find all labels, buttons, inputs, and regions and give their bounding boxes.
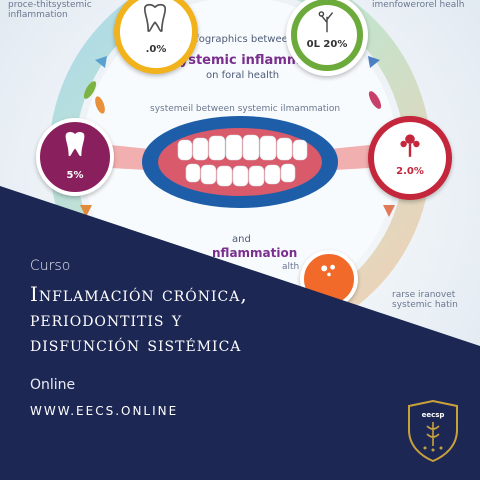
course-title: Inflamación crónica, periodontitis y dis… <box>30 282 390 357</box>
bg-lower-suffix: alth <box>282 262 300 272</box>
course-title-line-3: disfunción sistémica <box>30 332 242 356</box>
course-title-line-1: Inflamación crónica, <box>30 282 248 306</box>
plant-icon <box>318 11 334 33</box>
bg-mid-line: systemeil between systemic ilmammation <box>150 104 341 114</box>
eecsp-shield-logo: eecsp <box>408 400 458 462</box>
course-mode-label: Online <box>30 377 76 393</box>
badge-plant-top-right: 0L 20% <box>286 0 368 76</box>
website-link[interactable]: WWW.EECS.ONLINE <box>30 404 179 418</box>
course-type-label: Curso <box>30 258 71 274</box>
bg-and-text: and <box>232 234 251 245</box>
course-title-line-2: periodontitis y <box>30 307 183 331</box>
bg-right-lower-text: rarse iranovet systemic hatin <box>392 290 458 310</box>
badge-tooth-top: .0% <box>114 0 198 74</box>
badge-tooth-left: 5% <box>36 118 114 196</box>
logo-text: eecsp <box>422 411 445 419</box>
flower-icon <box>400 134 420 157</box>
badge-tooth-top-pct: .0% <box>145 44 167 55</box>
bg-top-left-text: proce-thitsystemic inflammation <box>8 0 92 20</box>
badge-plant-right: 2.0% <box>368 116 452 200</box>
badge-plant-top-right-pct: 0L 20% <box>306 39 348 50</box>
badge-plant-right-pct: 2.0% <box>396 166 424 177</box>
tooth-icon <box>143 3 167 33</box>
tooth-icon <box>65 132 85 157</box>
badge-tooth-left-pct: 5% <box>66 170 84 181</box>
bg-header-sub: on foral health <box>206 70 280 81</box>
bg-top-right-text: imenfowerorel healh <box>372 0 465 10</box>
bg-header-line: Infographics between <box>186 34 295 45</box>
bg-lower-title: nflammation <box>212 246 298 260</box>
gear-cluster-icon <box>321 264 335 277</box>
